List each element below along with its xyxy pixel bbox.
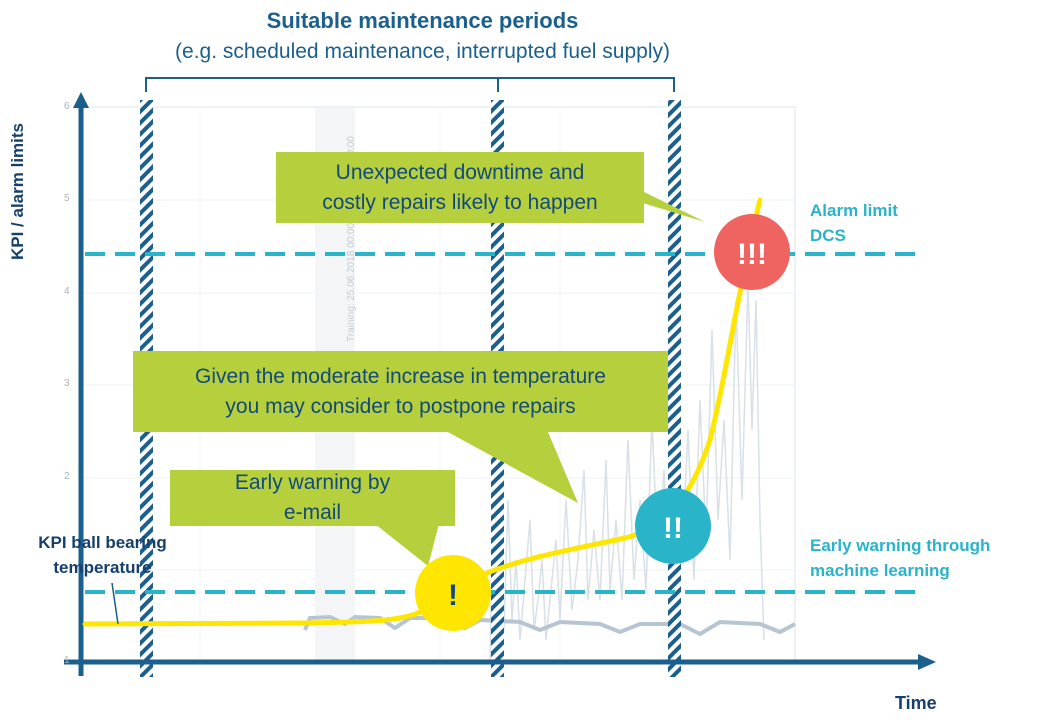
x-axis-arrow <box>918 654 936 670</box>
marker-3-circle <box>714 214 790 290</box>
maintenance-bracket <box>145 77 675 92</box>
callout-downtime-line-1: Unexpected downtime and <box>335 160 585 184</box>
y-tick-label: 1 <box>64 655 70 666</box>
y-tick-label: 3 <box>64 378 70 389</box>
callout-postpone: Given the moderate increase in temperatu… <box>133 351 668 432</box>
callout-early-warning: Early warning by e-mail <box>170 470 455 526</box>
kpi-label: KPI ball bearing temperature <box>20 530 185 580</box>
ml-warning-label-line-1: Early warning through <box>810 536 991 555</box>
callout-early-line-1: Early warning by <box>234 471 391 494</box>
marker-2-label: !! <box>663 512 683 545</box>
marker-3: !!! <box>714 214 790 290</box>
marker-3-label: !!! <box>737 238 767 271</box>
raw-signal-baseline <box>303 614 796 637</box>
x-axis-label: Time <box>895 693 937 713</box>
callout-postpone-line-1: Given the moderate increase in temperatu… <box>195 364 606 388</box>
y-tick-label: 4 <box>64 286 70 297</box>
y-tick-label: 2 <box>64 471 70 482</box>
marker-2: !! <box>635 488 711 564</box>
kpi-label-line-2: temperature <box>53 558 152 577</box>
ml-warning-label-line-2: machine learning <box>810 561 950 580</box>
kpi-label-line-1: KPI ball bearing <box>38 533 167 552</box>
diagram-subtitle: (e.g. scheduled maintenance, interrupted… <box>175 40 670 63</box>
ml-warning-label: Early warning through machine learning <box>810 533 1039 583</box>
callout-early-pointer <box>370 520 440 566</box>
kpi-label-pointer <box>111 582 119 625</box>
callout-postpone-pointer <box>435 425 578 503</box>
y-axis-label: KPI / alarm limits <box>8 123 27 260</box>
alarm-limit-label-line-2: DCS <box>810 226 846 245</box>
callout-downtime: Unexpected downtime and costly repairs l… <box>276 152 644 223</box>
callout-early-line-2: e-mail <box>283 501 342 524</box>
marker-1-circle <box>415 555 491 631</box>
y-axis-arrow <box>73 92 89 108</box>
marker-1: ! <box>415 555 491 631</box>
marker-2-circle <box>635 488 711 564</box>
y-tick-label: 5 <box>64 193 70 204</box>
diagram-title: Suitable maintenance periods <box>266 8 579 33</box>
callout-downtime-line-2: costly repairs likely to happen <box>322 190 598 214</box>
marker-1-label: ! <box>448 579 458 612</box>
y-tick-label: 6 <box>64 101 70 112</box>
alarm-limit-label-line-1: Alarm limit <box>810 201 898 220</box>
callout-postpone-line-2: you may consider to postpone repairs <box>225 394 576 418</box>
alarm-limit-label: Alarm limit DCS <box>810 198 950 248</box>
